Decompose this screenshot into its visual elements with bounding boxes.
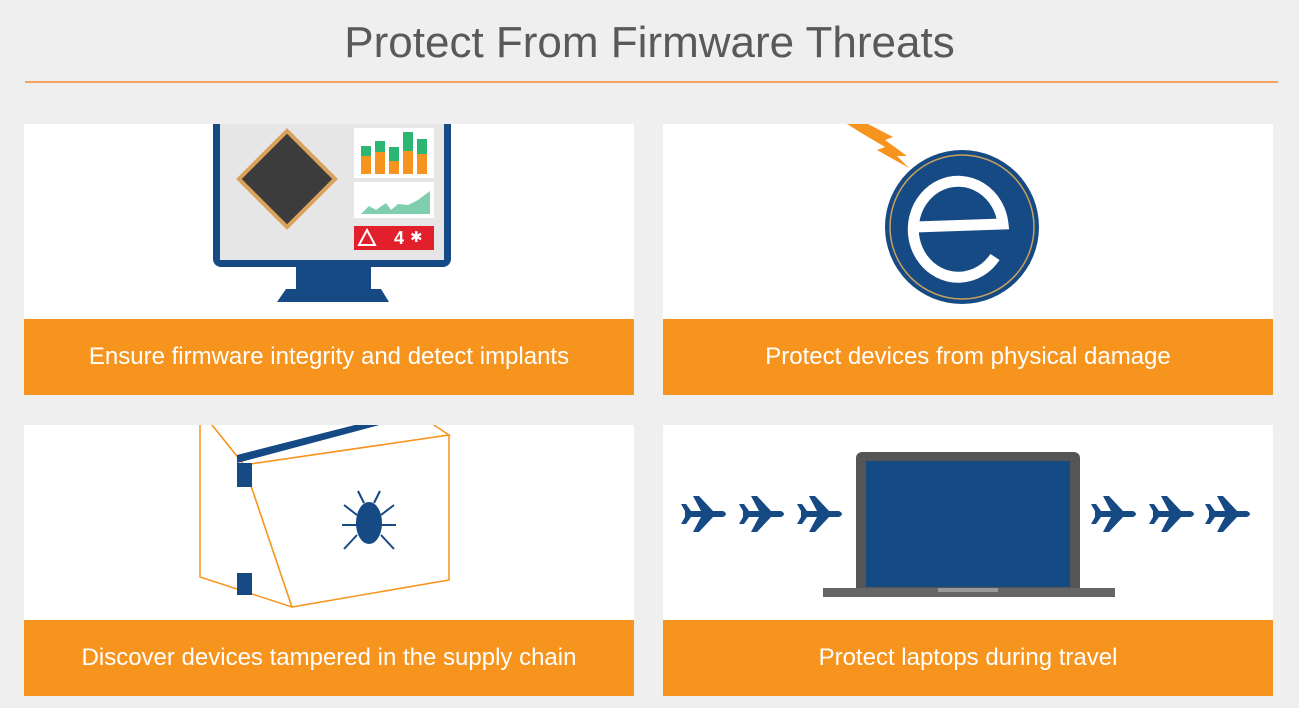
caption: Discover devices tampered in the supply … xyxy=(24,620,634,696)
card-physical-damage: Protect devices from physical damage xyxy=(663,124,1273,395)
monitor-chip-icon xyxy=(213,124,451,302)
card-supply-chain: Discover devices tampered in the supply … xyxy=(24,425,634,696)
bug-icon: ✱ xyxy=(410,229,423,246)
caption: Protect devices from physical damage xyxy=(663,319,1273,395)
caption: Ensure firmware integrity and detect imp… xyxy=(24,319,634,395)
title-divider xyxy=(25,81,1278,83)
card-laptop-travel: Protect laptops during travel xyxy=(663,425,1273,696)
page-title: Protect From Firmware Threats xyxy=(344,18,955,67)
box-bug-icon xyxy=(199,425,452,609)
alert-count: 4 xyxy=(394,228,405,248)
laptop-plane-icon xyxy=(681,452,1250,597)
caption: Protect laptops during travel xyxy=(663,620,1273,696)
card-firmware-integrity: 4 ✱ Ensure firmware integrity and detect… xyxy=(24,124,634,395)
lightning-e-icon xyxy=(847,124,1039,304)
